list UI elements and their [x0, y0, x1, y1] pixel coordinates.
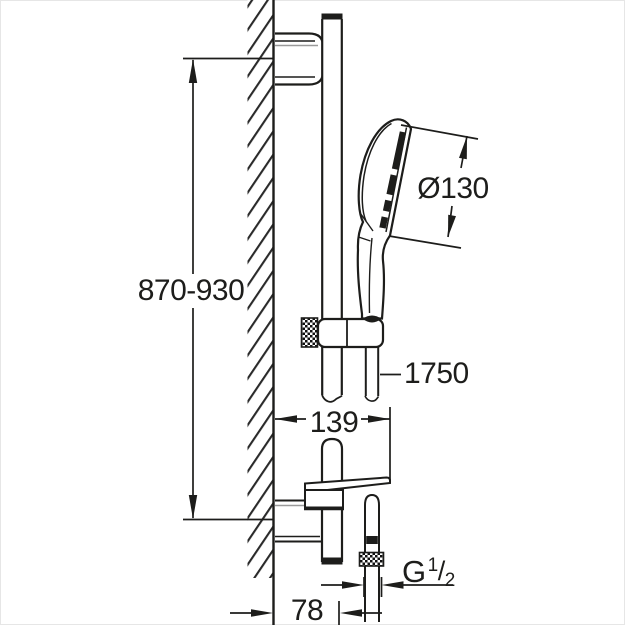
handle-contour — [368, 237, 373, 314]
dim-thread-lines — [321, 577, 453, 597]
dim-head-diameter: Ø130 — [417, 172, 489, 205]
shower-hose-upper — [364, 347, 380, 402]
rail-break-symbol — [321, 394, 343, 403]
wall-hatching — [247, 0, 273, 578]
thread-denominator: 2 — [444, 570, 456, 591]
shower-hose-lower — [358, 493, 385, 623]
hose-cone-end — [366, 536, 378, 544]
dim-shelf-depth-lines — [275, 407, 391, 481]
dim-hose-length: 1750 — [404, 357, 469, 390]
dim-shelf-depth: 139 — [309, 406, 359, 439]
spray-face-nozzles — [379, 131, 407, 229]
dim-wall-offset-lines — [230, 601, 382, 625]
thread-numerator: 1 — [427, 555, 439, 576]
rail-top-cap — [321, 13, 343, 20]
hose-break-symbol — [364, 395, 380, 402]
rail-slider-holder — [300, 316, 385, 349]
dim-rail-height-lines — [183, 57, 273, 521]
bottom-wall-bracket — [275, 499, 321, 543]
dim-head-diameter-lines — [388, 124, 479, 249]
top-wall-bracket — [275, 32, 325, 86]
thread-prefix: G — [402, 554, 426, 589]
handle-ledge-upper — [359, 213, 374, 232]
rail-bottom-cap — [321, 557, 343, 565]
thread-slash: / — [437, 556, 446, 586]
dim-wall-offset: 78 — [290, 594, 324, 625]
holder-cone-seat — [363, 316, 381, 323]
slider-knurled-knob — [300, 317, 319, 348]
hand-shower — [356, 118, 413, 322]
hose-coupling-nut — [358, 551, 385, 567]
head-side-contour — [361, 122, 392, 222]
dim-rail-height: 870-930 — [137, 274, 245, 307]
tray-glider-block — [304, 489, 344, 509]
handle-ledge-lower — [358, 236, 371, 242]
